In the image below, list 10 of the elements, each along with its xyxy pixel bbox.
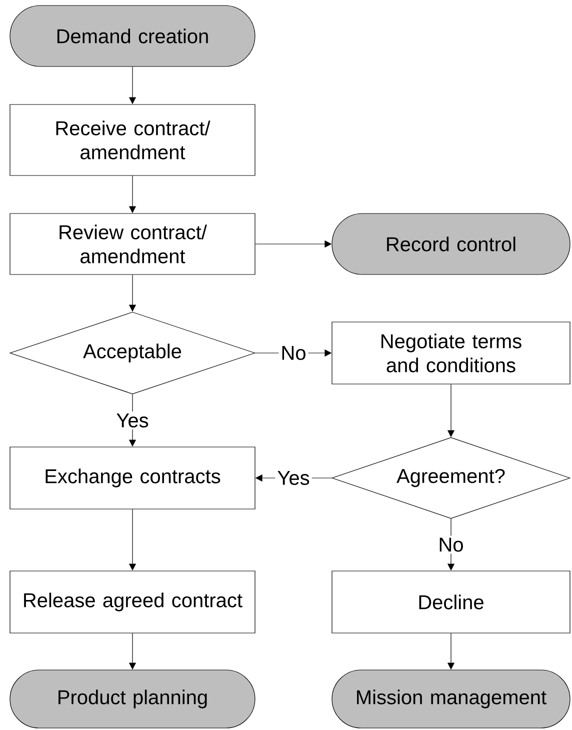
process-box: Negotiate terms and conditions [332,322,570,384]
edge-label: No [436,536,466,554]
process-box: Decline [332,570,570,634]
process-box: Receive contract/ amendment [10,104,256,176]
process-box: Release agreed contract [10,570,256,634]
edge-label: No [278,344,308,362]
process-box: Review contract/ amendment [10,213,256,275]
edge-label: Yes [114,412,151,430]
edge-label: Yes [275,469,312,487]
process-box: Exchange contracts [10,446,256,510]
